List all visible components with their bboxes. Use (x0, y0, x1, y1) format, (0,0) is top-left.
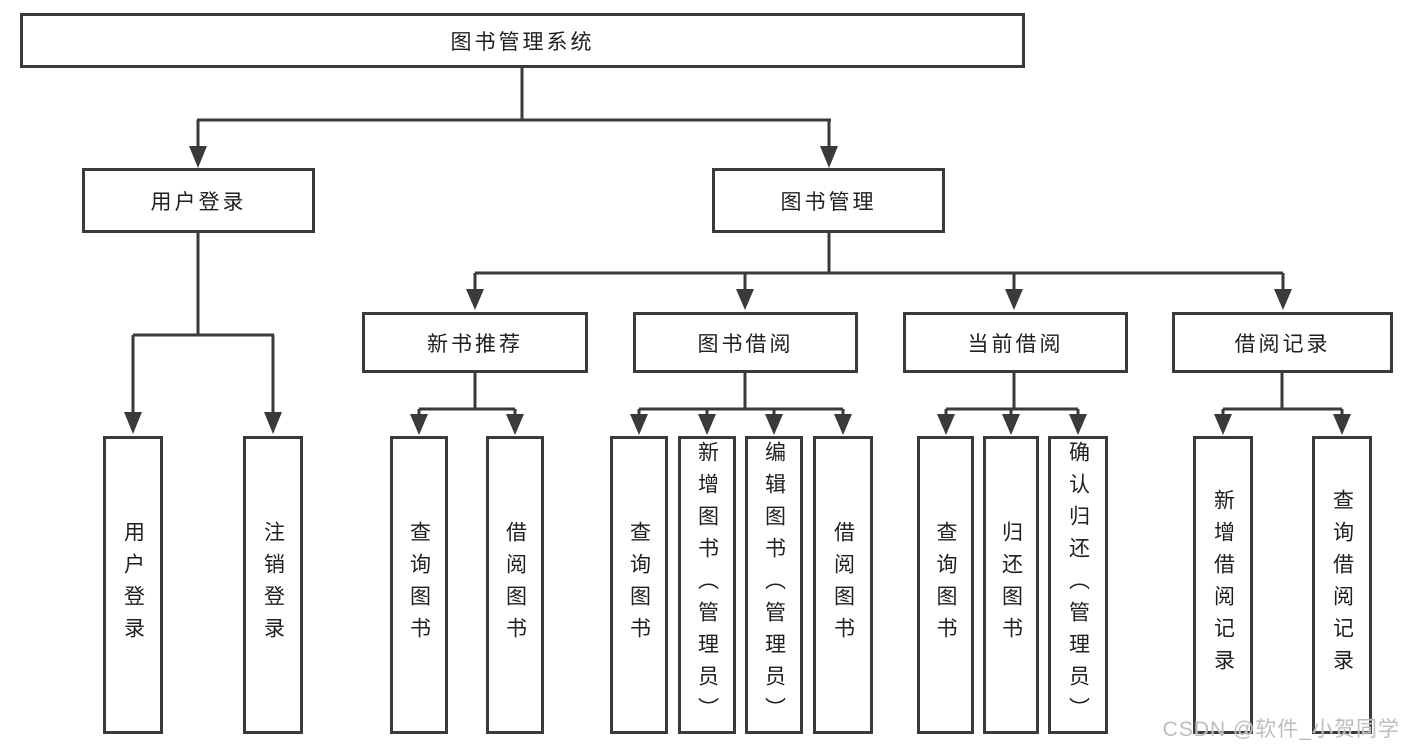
arrowheads (124, 146, 1351, 435)
connector-new-book-children (417, 373, 517, 417)
node-book-borrowing: 图书借阅 (633, 312, 858, 373)
leaf-edit-books-admin: 编辑图书（管理员） (745, 436, 803, 734)
leaf-borrow-books-recommend: 借阅图书 (486, 436, 544, 734)
node-user-login: 用户登录 (82, 168, 315, 233)
connector-current-borrow-children (944, 373, 1080, 417)
leaf-borrow-books-borrowing: 借阅图书 (813, 436, 873, 734)
leaf-query-borrow-record: 查询借阅记录 (1312, 436, 1372, 734)
node-borrowing-records: 借阅记录 (1172, 312, 1393, 373)
csdn-watermark: CSDN @软件_小贺同学 (1162, 718, 1400, 741)
leaf-query-books-current: 查询图书 (917, 436, 974, 734)
leaf-add-books-admin: 新增图书（管理员） (678, 436, 736, 734)
leaf-return-books: 归还图书 (983, 436, 1039, 734)
node-library-management-system: 图书管理系统 (20, 13, 1025, 68)
leaf-user-login: 用户登录 (103, 436, 163, 734)
leaf-query-books-recommend: 查询图书 (390, 436, 448, 734)
leaf-add-borrow-record: 新增借阅记录 (1193, 436, 1253, 734)
connector-book-borrow-children (637, 373, 845, 417)
leaf-confirm-return-admin: 确认归还（管理员） (1048, 436, 1108, 734)
node-book-management: 图书管理 (712, 168, 945, 233)
leaf-logout: 注销登录 (243, 436, 303, 734)
connector-book-mgmt-children (473, 233, 1285, 291)
connector-root-to-level2 (196, 68, 831, 148)
node-current-borrowing: 当前借阅 (903, 312, 1128, 373)
connector-borrow-record-children (1221, 373, 1344, 417)
connector-user-login-children (131, 233, 275, 415)
leaf-query-books-borrowing: 查询图书 (610, 436, 668, 734)
node-new-book-recommendation: 新书推荐 (362, 312, 588, 373)
